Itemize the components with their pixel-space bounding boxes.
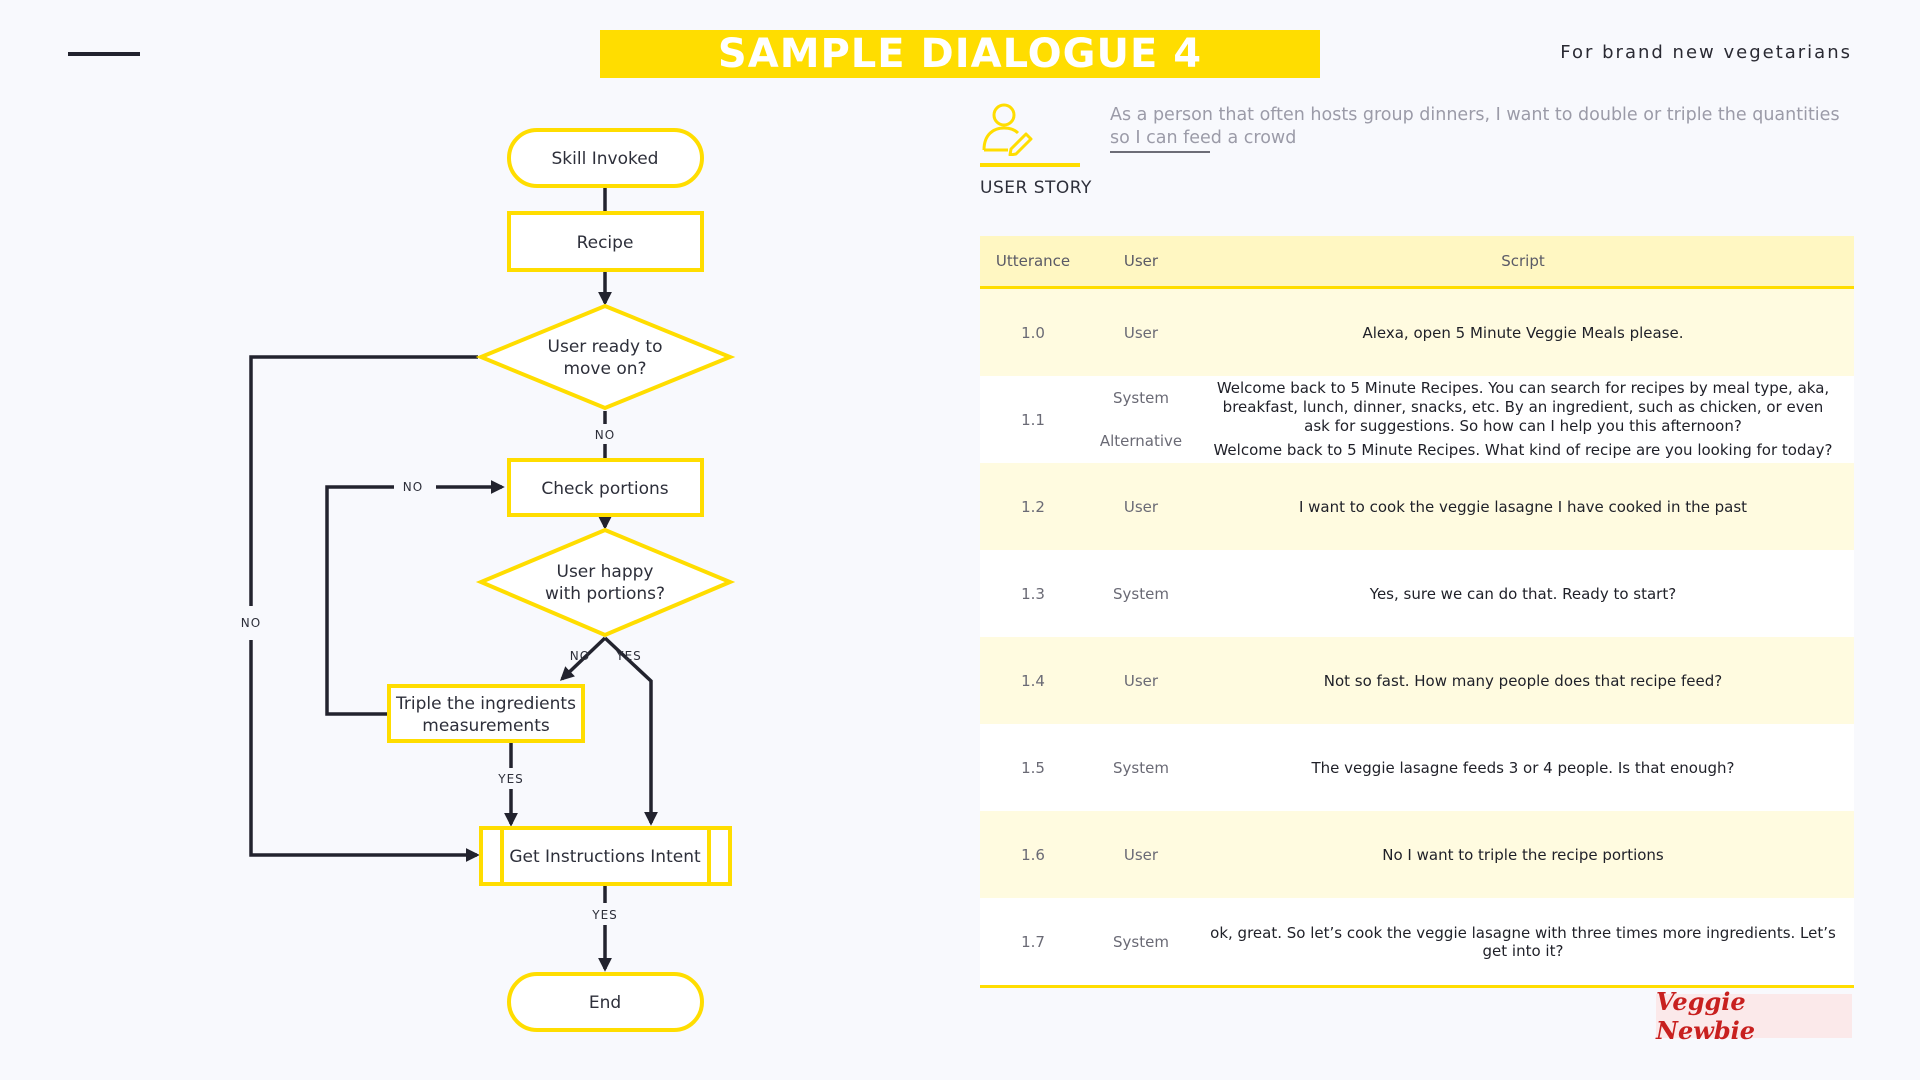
node-check-portions: Check portions	[507, 458, 704, 517]
row-user: System	[1113, 388, 1169, 407]
table-header: Utterance User Script	[980, 236, 1854, 289]
node-triple-line2: measurements	[422, 716, 550, 736]
row-script: ok, great. So let’s cook the veggie lasa…	[1210, 923, 1836, 960]
node-skill-invoked: Skill Invoked	[507, 128, 704, 188]
node-user-ready: User ready to move on?	[475, 303, 736, 411]
title-banner: SAMPLE DIALOGUE 4	[600, 30, 1320, 78]
user-edit-icon	[982, 103, 1033, 156]
label-ready-no: NO	[595, 428, 615, 442]
row-utterance: 1.4	[1021, 671, 1045, 690]
row-utterance: 1.6	[1021, 845, 1045, 864]
table-row: 1.1 System Alternative Welcome back to 5…	[980, 376, 1854, 463]
row-utterance: 1.5	[1021, 758, 1045, 777]
header-utterance: Utterance	[995, 252, 1071, 270]
label-instructions-yes: YES	[591, 908, 618, 922]
node-user-ready-line2: move on?	[563, 359, 646, 379]
row-user: System	[1113, 584, 1169, 603]
table-row: 1.5 System The veggie lasagne feeds 3 or…	[980, 724, 1854, 811]
row-alt-user: Alternative	[1099, 432, 1183, 451]
row-script: Alexa, open 5 Minute Veggie Meals please…	[1362, 323, 1684, 342]
row-script-stack: Welcome back to 5 Minute Recipes. You ca…	[1196, 376, 1854, 463]
row-user: User	[1123, 671, 1159, 690]
edge-ready-no-loop-bottom	[249, 640, 480, 862]
label-happy-loop-no: NO	[403, 480, 423, 494]
header-script: Script	[1501, 252, 1545, 270]
label-triple-yes: YES	[497, 772, 524, 786]
row-script: No I want to triple the recipe portions	[1382, 845, 1664, 864]
user-story-label: USER STORY	[980, 178, 1092, 198]
table-row: 1.0 User Alexa, open 5 Minute Veggie Mea…	[980, 289, 1854, 376]
row-user: User	[1123, 497, 1159, 516]
node-user-happy-line1: User happy	[557, 562, 654, 582]
node-get-instructions: Get Instructions Intent	[479, 826, 732, 886]
row-user: User	[1123, 845, 1159, 864]
row-user-stack: System Alternative	[1086, 376, 1196, 463]
node-user-ready-line1: User ready to	[548, 337, 663, 357]
node-recipe: Recipe	[507, 211, 704, 272]
flow-connectors	[249, 186, 658, 972]
dialogue-table: Utterance User Script 1.0 User Alexa, op…	[980, 236, 1854, 988]
node-recipe-label: Recipe	[577, 233, 634, 253]
row-utterance: 1.0	[1021, 323, 1045, 342]
row-utterance: 1.3	[1021, 584, 1045, 603]
row-script: I want to cook the veggie lasagne I have…	[1298, 497, 1748, 516]
table-row: 1.4 User Not so fast. How many people do…	[980, 637, 1854, 724]
edge-happy-yes	[603, 636, 658, 826]
user-story-text: As a person that often hosts group dinne…	[1110, 105, 1840, 148]
row-user: System	[1113, 758, 1169, 777]
table-row: 1.2 User I want to cook the veggie lasag…	[980, 463, 1854, 550]
node-skill-invoked-label: Skill Invoked	[552, 149, 659, 169]
row-user: User	[1123, 323, 1159, 342]
label-happy-yes: YES	[615, 649, 642, 663]
row-user: System	[1113, 932, 1169, 951]
brand-logo: Veggie Newbie	[1656, 987, 1852, 1045]
row-utterance: 1.7	[1021, 932, 1045, 951]
row-script: The veggie lasagne feeds 3 or 4 people. …	[1311, 758, 1735, 777]
label-happy-no: NO	[570, 649, 590, 663]
node-triple-ingredients: Triple the ingredients measurements	[387, 684, 585, 743]
edge-happy-no	[559, 636, 607, 681]
brand-name: Veggie Newbie	[1656, 987, 1756, 1045]
row-script: Yes, sure we can do that. Ready to start…	[1369, 584, 1677, 603]
node-user-happy: User happy with portions?	[475, 527, 736, 638]
node-user-happy-line2: with portions?	[545, 584, 665, 604]
row-script: Not so fast. How many people does that r…	[1323, 671, 1723, 690]
page-subtitle: For brand new vegetarians	[1560, 42, 1852, 63]
table-row: 1.7 System ok, great. So let’s cook the …	[980, 898, 1854, 985]
edge-triple-check-loop	[325, 485, 394, 716]
row-script: Welcome back to 5 Minute Recipes. You ca…	[1216, 378, 1830, 435]
page-title: SAMPLE DIALOGUE 4	[717, 31, 1203, 77]
row-utterance: 1.2	[1021, 497, 1045, 516]
row-utterance: 1.1	[1021, 410, 1045, 429]
user-story-accent	[1110, 151, 1210, 153]
header-rule	[68, 52, 140, 56]
table-row: 1.6 User No I want to triple the recipe …	[980, 811, 1854, 898]
row-alt-script: Welcome back to 5 Minute Recipes. What k…	[1213, 441, 1833, 460]
node-triple-line1: Triple the ingredients	[395, 694, 576, 714]
node-get-instructions-label: Get Instructions Intent	[509, 847, 701, 867]
label-ready-loop-no: NO	[241, 616, 261, 630]
header-user: User	[1123, 252, 1159, 270]
table-bottom-rule	[980, 985, 1854, 988]
node-end-label: End	[589, 993, 621, 1013]
node-check-portions-label: Check portions	[541, 479, 668, 499]
table-row: 1.3 System Yes, sure we can do that. Rea…	[980, 550, 1854, 637]
flowchart: NO NO NO NO YES YES YES Skill Invoked Re…	[241, 128, 736, 1032]
edge-ready-no-loop	[249, 355, 478, 606]
node-end: End	[507, 972, 704, 1032]
user-story-underline	[980, 163, 1080, 167]
